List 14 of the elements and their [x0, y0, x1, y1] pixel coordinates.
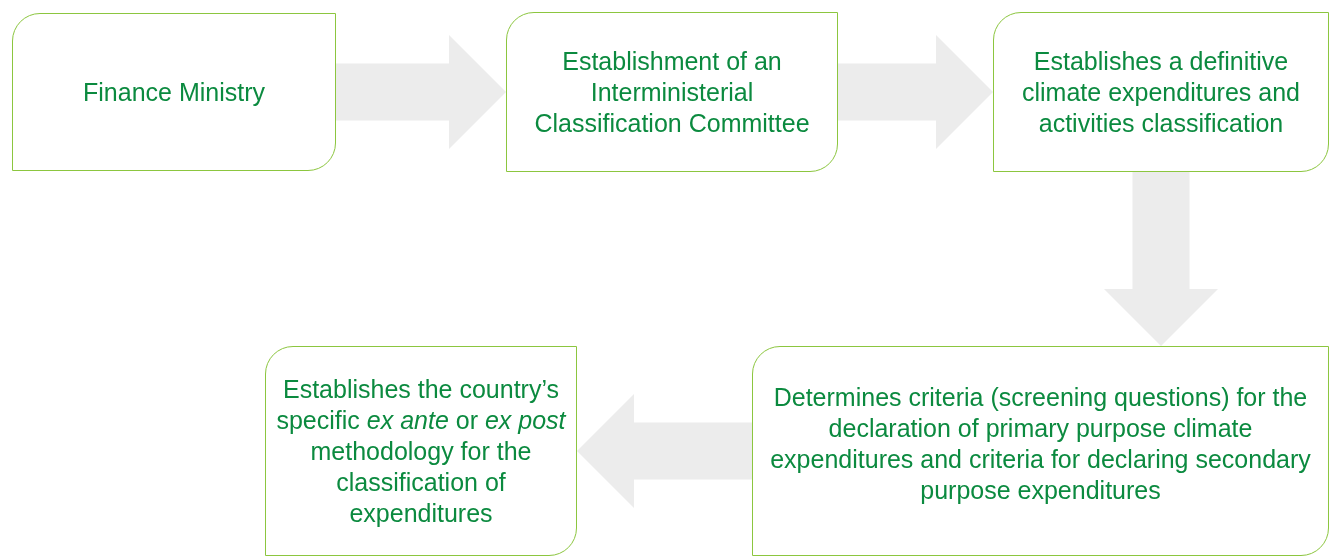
step-text: Determines criteria (screening questions) for the declaration of primary purpose climate expenditures and criteria for declaring secondary purpose expenditures — [769, 382, 1312, 506]
step-text: Establishes the country’s specific ex ante or ex post methodology for the classification of expenditures — [275, 373, 568, 529]
block-arrow — [1104, 172, 1218, 346]
process-box — [12, 13, 336, 171]
process-box — [506, 12, 838, 172]
step-text: Establishes a definitive climate expenditures and activities classification — [1021, 45, 1301, 139]
process-box — [993, 12, 1329, 172]
step-text: Finance Ministry — [83, 76, 265, 108]
block-arrow — [336, 35, 506, 149]
block-arrow — [838, 35, 993, 149]
process-box — [265, 346, 577, 556]
process-box — [752, 346, 1329, 556]
step-text: Establishment of an Interministerial Classification Committee — [533, 45, 811, 139]
block-arrow — [577, 394, 752, 508]
